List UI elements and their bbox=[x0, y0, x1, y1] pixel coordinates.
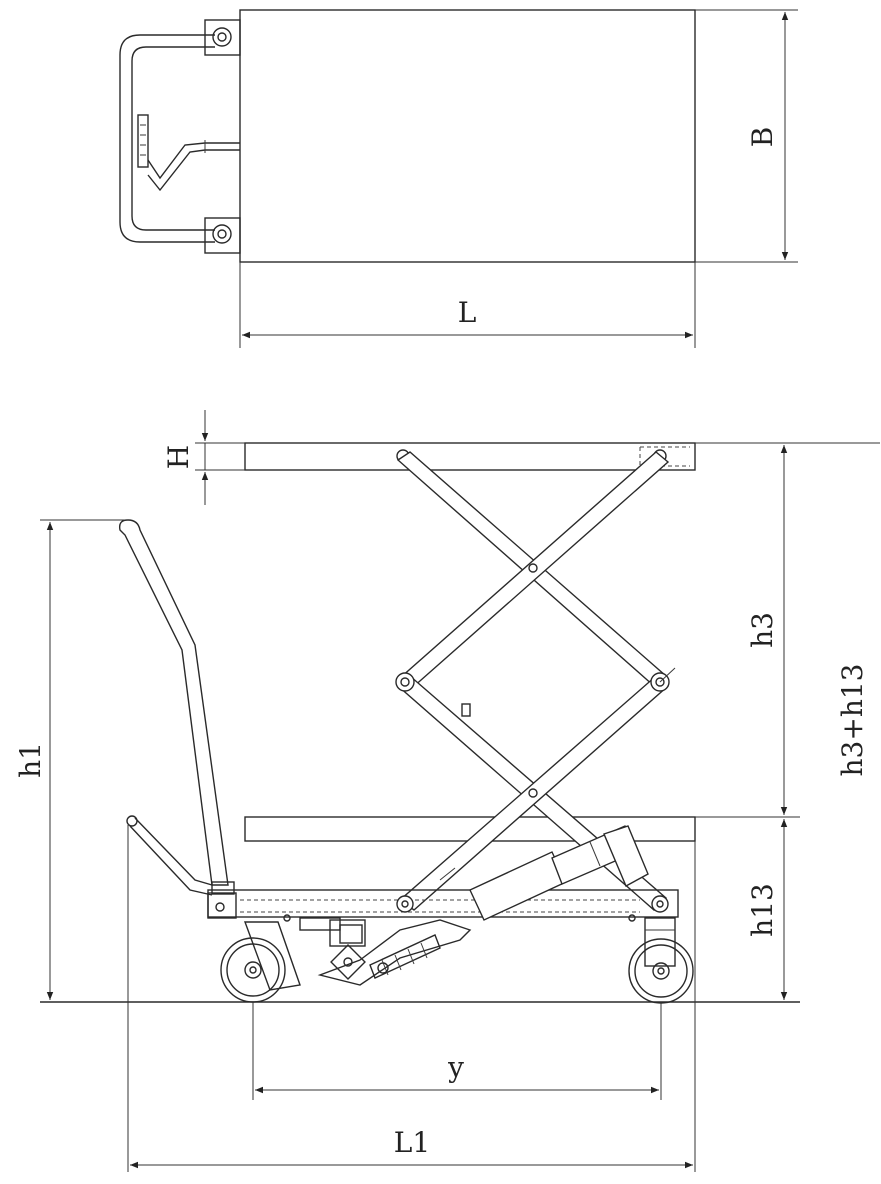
base-frame bbox=[207, 889, 679, 918]
front-wheel bbox=[628, 917, 694, 1004]
dim-label-h1: h1 bbox=[14, 742, 47, 778]
dim-label-h3-h13: h3+h13 bbox=[836, 664, 869, 777]
foot-pedal bbox=[137, 114, 149, 168]
dim-label-L1: L1 bbox=[394, 1126, 430, 1159]
upper-scissor bbox=[396, 451, 670, 689]
caster-bracket-bottom bbox=[204, 217, 241, 254]
pivot-left bbox=[395, 672, 415, 692]
pedal-linkage bbox=[147, 142, 240, 180]
caster-bracket-top bbox=[204, 19, 241, 56]
rear-wheel bbox=[220, 921, 301, 1003]
dim-label-L: L bbox=[458, 296, 477, 329]
dim-label-B: B bbox=[746, 127, 779, 148]
push-handle bbox=[118, 519, 237, 919]
platform-raised bbox=[244, 442, 696, 471]
dim-label-h3: h3 bbox=[746, 612, 779, 648]
dim-label-y: y bbox=[447, 1051, 464, 1084]
dim-label-H: H bbox=[162, 445, 195, 469]
pedal-lever bbox=[126, 815, 213, 896]
handle-loop bbox=[119, 34, 215, 243]
side-view: H h1 h3 h13 h3+h13 y L1 bbox=[14, 410, 880, 1172]
top-view: B L bbox=[119, 9, 798, 348]
hydraulic-cylinder bbox=[439, 825, 649, 921]
dim-label-h13: h13 bbox=[746, 883, 779, 937]
pump-assembly bbox=[299, 917, 472, 986]
platform-top-view bbox=[239, 9, 696, 263]
